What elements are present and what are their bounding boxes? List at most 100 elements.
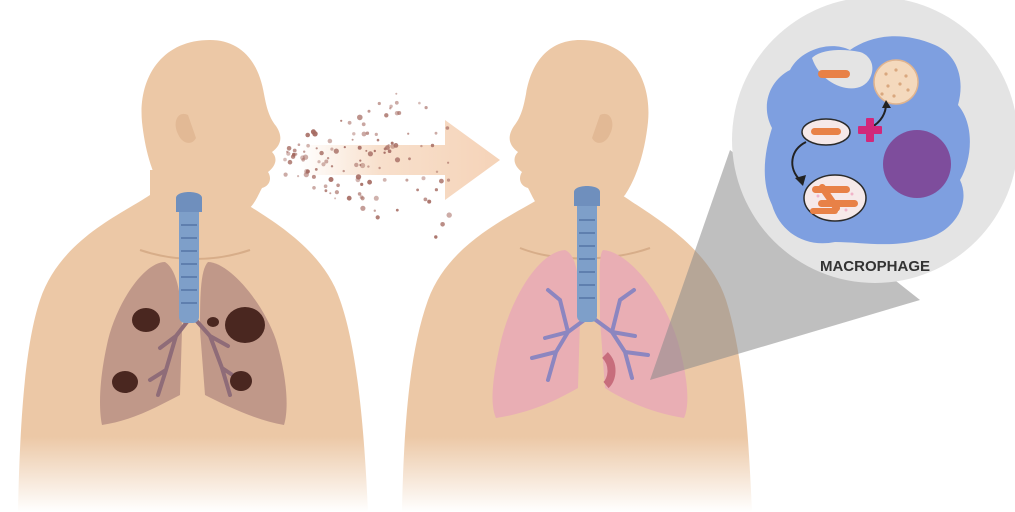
droplet [440,222,445,227]
droplet [434,235,437,238]
droplet [312,175,316,179]
droplet [378,102,381,105]
lesion-upper-left [132,308,160,332]
droplet [374,210,376,212]
droplet [300,155,305,160]
droplet [330,148,333,151]
droplet [435,132,438,135]
droplet [389,107,391,109]
droplet [367,165,369,167]
droplet [375,133,378,136]
droplet [425,106,428,109]
droplet [424,198,428,202]
macrophage-label: MACROPHAGE [820,258,930,275]
droplet [316,147,318,149]
droplet [384,113,388,117]
droplet [306,144,310,148]
droplet [347,196,352,201]
droplet [362,132,367,137]
droplet [390,144,395,149]
droplet [284,173,288,177]
droplet [288,160,293,165]
droplet [416,189,419,192]
droplet [298,143,301,146]
droplet [395,157,400,162]
droplet [331,165,333,167]
droplet [328,139,333,144]
droplet [348,121,352,125]
droplet [329,192,331,194]
droplet [334,149,339,154]
bacterium-outside [818,70,850,78]
droplet [395,111,399,115]
droplet [293,149,297,153]
droplet [359,160,361,162]
droplet [356,177,361,182]
droplet [352,132,355,135]
phagolysosome [804,175,866,221]
droplet [317,160,320,163]
droplet [336,184,340,188]
droplet [377,139,380,142]
droplet [367,180,372,185]
droplet [354,163,358,167]
droplet [283,158,287,162]
droplet [292,153,295,156]
droplet [327,157,329,159]
lesion-lower-right [230,371,252,391]
droplet [431,144,434,147]
droplet [344,146,346,148]
droplet [287,146,292,151]
droplet [439,179,444,184]
droplet [388,149,392,153]
infected-person [18,40,368,512]
healthy-trachea [574,186,600,322]
droplet [305,133,310,138]
droplet [359,164,361,166]
droplet [340,120,342,122]
droplet [334,197,336,199]
droplet [436,171,438,173]
droplet [365,150,367,152]
droplet [418,102,421,105]
droplet [395,93,397,95]
infected-person-head [142,40,281,214]
droplet [335,190,339,194]
droplet [286,151,288,153]
lysosome [874,60,918,104]
bacterium-engulfed [811,128,841,135]
droplet [374,196,379,201]
droplet [368,151,373,156]
droplet [358,146,362,150]
droplet [378,167,380,169]
droplet [352,139,354,141]
droplet [405,179,408,182]
droplet [447,162,449,164]
droplet [368,110,371,113]
droplet [435,188,438,191]
droplet [422,176,426,180]
droplet [303,151,305,153]
lesion-small [207,317,219,327]
droplet [325,189,328,192]
droplet [312,186,316,190]
droplet [362,122,366,126]
droplet [360,183,363,186]
droplet [357,115,363,121]
droplet [376,215,380,219]
droplet [319,151,323,155]
lesion-upper-right [225,307,265,343]
droplet [329,177,334,182]
droplet [420,145,422,147]
droplet [447,212,452,217]
droplet [396,209,399,212]
droplet [360,195,364,199]
lesion-lower-left [112,371,138,393]
droplet [306,169,310,173]
droplet [408,157,411,160]
droplet [388,144,390,146]
droplet [297,175,299,177]
droplet [343,170,345,172]
droplet [383,178,387,182]
